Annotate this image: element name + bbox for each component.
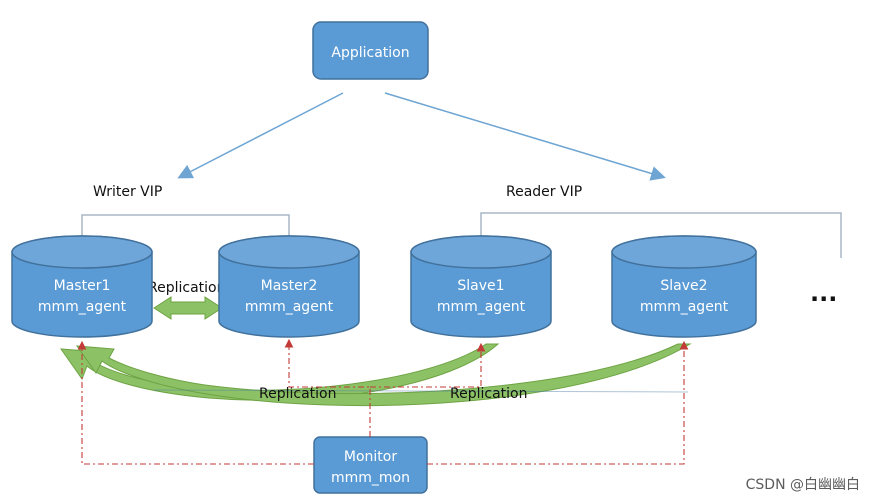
master2-title: Master2	[261, 278, 318, 294]
monitor-node: Monitor mmm_mon	[313, 436, 428, 494]
master1-node: Master1 mmm_agent	[11, 235, 153, 338]
slave1-subtitle: mmm_agent	[437, 299, 526, 315]
slave1-title: Slave1	[457, 278, 504, 294]
reader-vip-label: Reader VIP	[506, 184, 582, 200]
more-nodes-indicator: ...	[810, 279, 837, 307]
master2-subtitle: mmm_agent	[245, 299, 334, 315]
reader-connector	[384, 92, 666, 181]
slave2-title: Slave2	[660, 278, 707, 294]
writer-tree-line	[81, 214, 290, 236]
slave1-node: Slave1 mmm_agent	[410, 235, 552, 338]
master1-title: Master1	[54, 278, 111, 294]
application-title: Application	[331, 45, 409, 61]
master1-subtitle: mmm_agent	[38, 299, 127, 315]
watermark-text: CSDN @白幽幽白	[746, 477, 860, 493]
monitor-to-slave1	[370, 342, 486, 388]
monitoring-paths	[77, 338, 689, 465]
monitor-to-master1	[77, 340, 314, 465]
application-connectors	[177, 92, 666, 181]
writer-connector	[177, 92, 344, 179]
replication-right-label: Replication	[450, 386, 527, 402]
slave-replication-flows	[59, 343, 692, 407]
replication-left-label: Replication	[259, 386, 336, 402]
tree-lines	[81, 212, 842, 258]
slave2-subtitle: mmm_agent	[640, 299, 729, 315]
slave2-replication-arrow	[75, 343, 692, 407]
monitor-subtitle: mmm_mon	[331, 470, 410, 486]
master-replication-arrow	[153, 296, 223, 320]
monitor-title: Monitor	[344, 449, 397, 465]
monitor-to-master2	[284, 338, 371, 437]
reader-tree-line	[480, 212, 842, 258]
slave2-node: Slave2 mmm_agent	[611, 235, 757, 338]
monitor-to-slave2	[427, 340, 689, 465]
replication-top-label: Replication	[148, 280, 225, 296]
application-node: Application	[312, 21, 429, 80]
writer-vip-label: Writer VIP	[93, 184, 162, 200]
master2-node: Master2 mmm_agent	[218, 235, 360, 338]
